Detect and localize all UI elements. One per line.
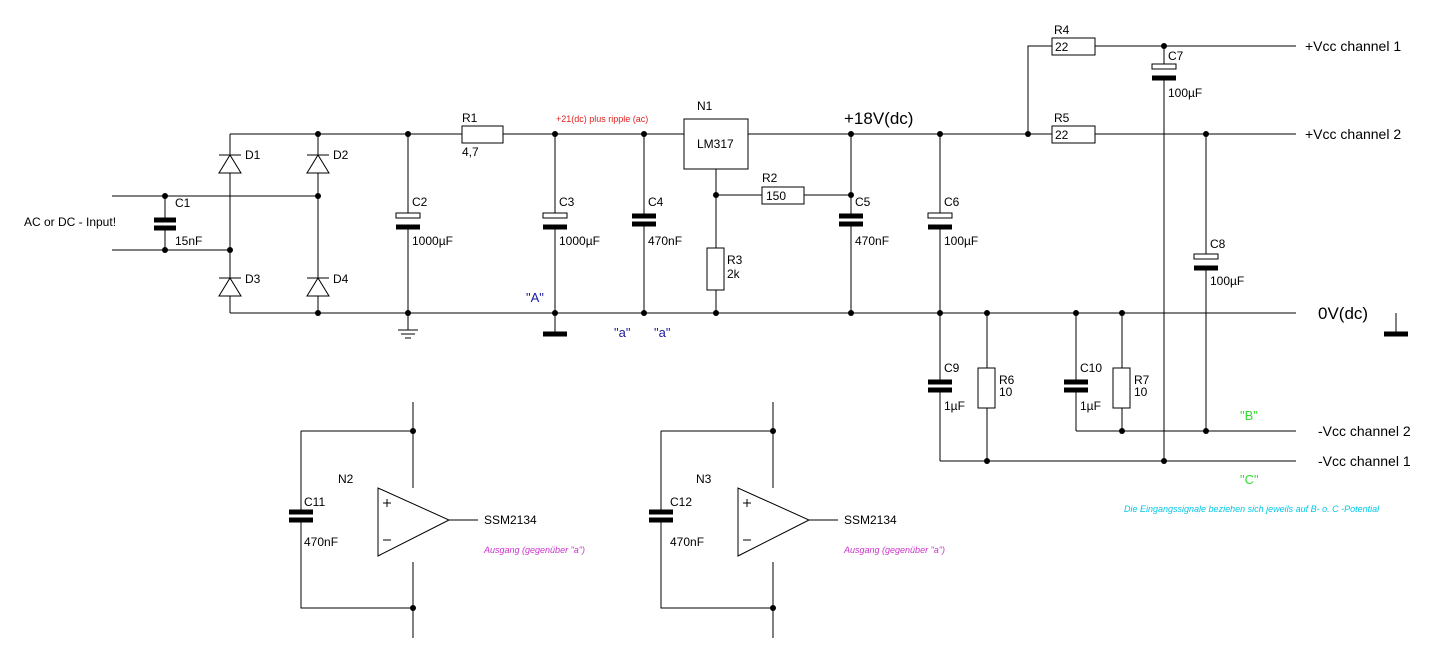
r7-name: R7 xyxy=(1134,373,1150,387)
c2-name: C2 xyxy=(412,195,428,209)
ground-icon xyxy=(398,329,418,339)
d3-name: D3 xyxy=(245,272,261,286)
c11-name: C11 xyxy=(304,495,325,509)
c4-value: 470nF xyxy=(648,234,682,248)
diodes xyxy=(218,154,330,297)
r6-name: R6 xyxy=(999,373,1015,387)
resistor-r4-body xyxy=(1051,37,1096,56)
r5-value: 22 xyxy=(1055,128,1069,142)
r2-value: 150 xyxy=(766,189,786,203)
r3-name: R3 xyxy=(727,253,743,267)
c5-value: 470nF xyxy=(855,234,889,248)
n1-value: LM317 xyxy=(697,137,734,151)
r2-name: R2 xyxy=(762,171,778,185)
resistor-r2-body xyxy=(761,186,805,205)
resistor-r5-body xyxy=(1051,125,1096,144)
c1-value: 15nF xyxy=(175,234,202,248)
c8-name: C8 xyxy=(1210,237,1226,251)
rail-vcc2-pos: +Vcc channel 2 xyxy=(1305,126,1401,142)
diode-d4-icon xyxy=(306,277,330,297)
r3-value: 2k xyxy=(727,267,741,281)
c10-name: C10 xyxy=(1080,361,1102,375)
rail-vcc1-pos: +Vcc channel 1 xyxy=(1305,38,1401,54)
resistor-r7-body xyxy=(1112,367,1131,409)
d4-name: D4 xyxy=(333,272,349,286)
input-label: AC or DC - Input! xyxy=(24,215,116,229)
resistor-r1-body xyxy=(461,125,504,144)
rail-vcc2-neg: -Vcc channel 2 xyxy=(1318,423,1411,439)
r4-name: R4 xyxy=(1054,23,1070,37)
r4-value: 22 xyxy=(1055,40,1069,54)
opamp-n3-icon xyxy=(737,487,811,557)
point-B-label: "B" xyxy=(1240,408,1258,423)
resistors xyxy=(461,37,1131,409)
n3-name: N3 xyxy=(696,472,712,486)
c3-name: C3 xyxy=(559,195,575,209)
ground-voltage-label: 0V(dc) xyxy=(1318,304,1368,323)
resistor-r6-body xyxy=(977,367,996,409)
resistor-r3-body xyxy=(706,247,725,291)
diode-d1-icon xyxy=(218,154,242,174)
c3-value: 1000µF xyxy=(559,234,600,248)
ripple-note: +21(dc) plus ripple (ac) xyxy=(556,114,648,124)
regulator-n1-box xyxy=(683,118,749,170)
c12-name: C12 xyxy=(670,495,692,509)
r1-name: R1 xyxy=(462,111,478,125)
n2-output-note: Ausgang (gegenüber "a") xyxy=(483,545,585,555)
r6-value: 10 xyxy=(999,385,1013,399)
r1-value: 4,7 xyxy=(462,145,479,159)
supply-voltage-label: +18V(dc) xyxy=(844,109,913,128)
c9-value: 1µF xyxy=(944,399,965,413)
labels: AC or DC - Input! +21(dc) plus ripple (a… xyxy=(24,23,1411,555)
c6-value: 100µF xyxy=(944,234,978,248)
d1-name: D1 xyxy=(245,148,261,162)
c9-name: C9 xyxy=(944,361,960,375)
c2-value: 1000µF xyxy=(412,234,453,248)
rail-vcc1-neg: -Vcc channel 1 xyxy=(1318,453,1411,469)
c1-name: C1 xyxy=(175,196,191,210)
r5-name: R5 xyxy=(1054,111,1070,125)
capacitor-plates xyxy=(154,63,1408,523)
n3-value: SSM2134 xyxy=(844,513,897,527)
c7-name: C7 xyxy=(1168,49,1184,63)
c7-value: 100µF xyxy=(1168,86,1202,100)
c12-value: 470nF xyxy=(670,535,704,549)
n2-value: SSM2134 xyxy=(484,513,537,527)
point-A-label: "A" xyxy=(526,290,544,305)
diode-d2-icon xyxy=(306,154,330,174)
d2-name: D2 xyxy=(333,148,349,162)
n1-name: N1 xyxy=(697,99,713,113)
r7-value: 10 xyxy=(1134,385,1148,399)
c4-name: C4 xyxy=(648,195,664,209)
reference-note: Die Eingangssignale beziehen sich jeweil… xyxy=(1124,504,1380,514)
opamp-n2-icon xyxy=(377,487,451,557)
c6-name: C6 xyxy=(944,195,960,209)
point-C-label: "C" xyxy=(1240,472,1259,487)
c5-name: C5 xyxy=(855,195,871,209)
c8-value: 100µF xyxy=(1210,274,1244,288)
point-a-label-2: "a" xyxy=(654,325,671,340)
n2-name: N2 xyxy=(338,472,354,486)
diode-d3-icon xyxy=(218,277,242,297)
c11-value: 470nF xyxy=(304,535,338,549)
c10-value: 1µF xyxy=(1080,399,1101,413)
junction-dots xyxy=(162,43,1209,611)
n3-output-note: Ausgang (gegenüber "a") xyxy=(843,545,945,555)
point-a-label-1: "a" xyxy=(614,325,631,340)
